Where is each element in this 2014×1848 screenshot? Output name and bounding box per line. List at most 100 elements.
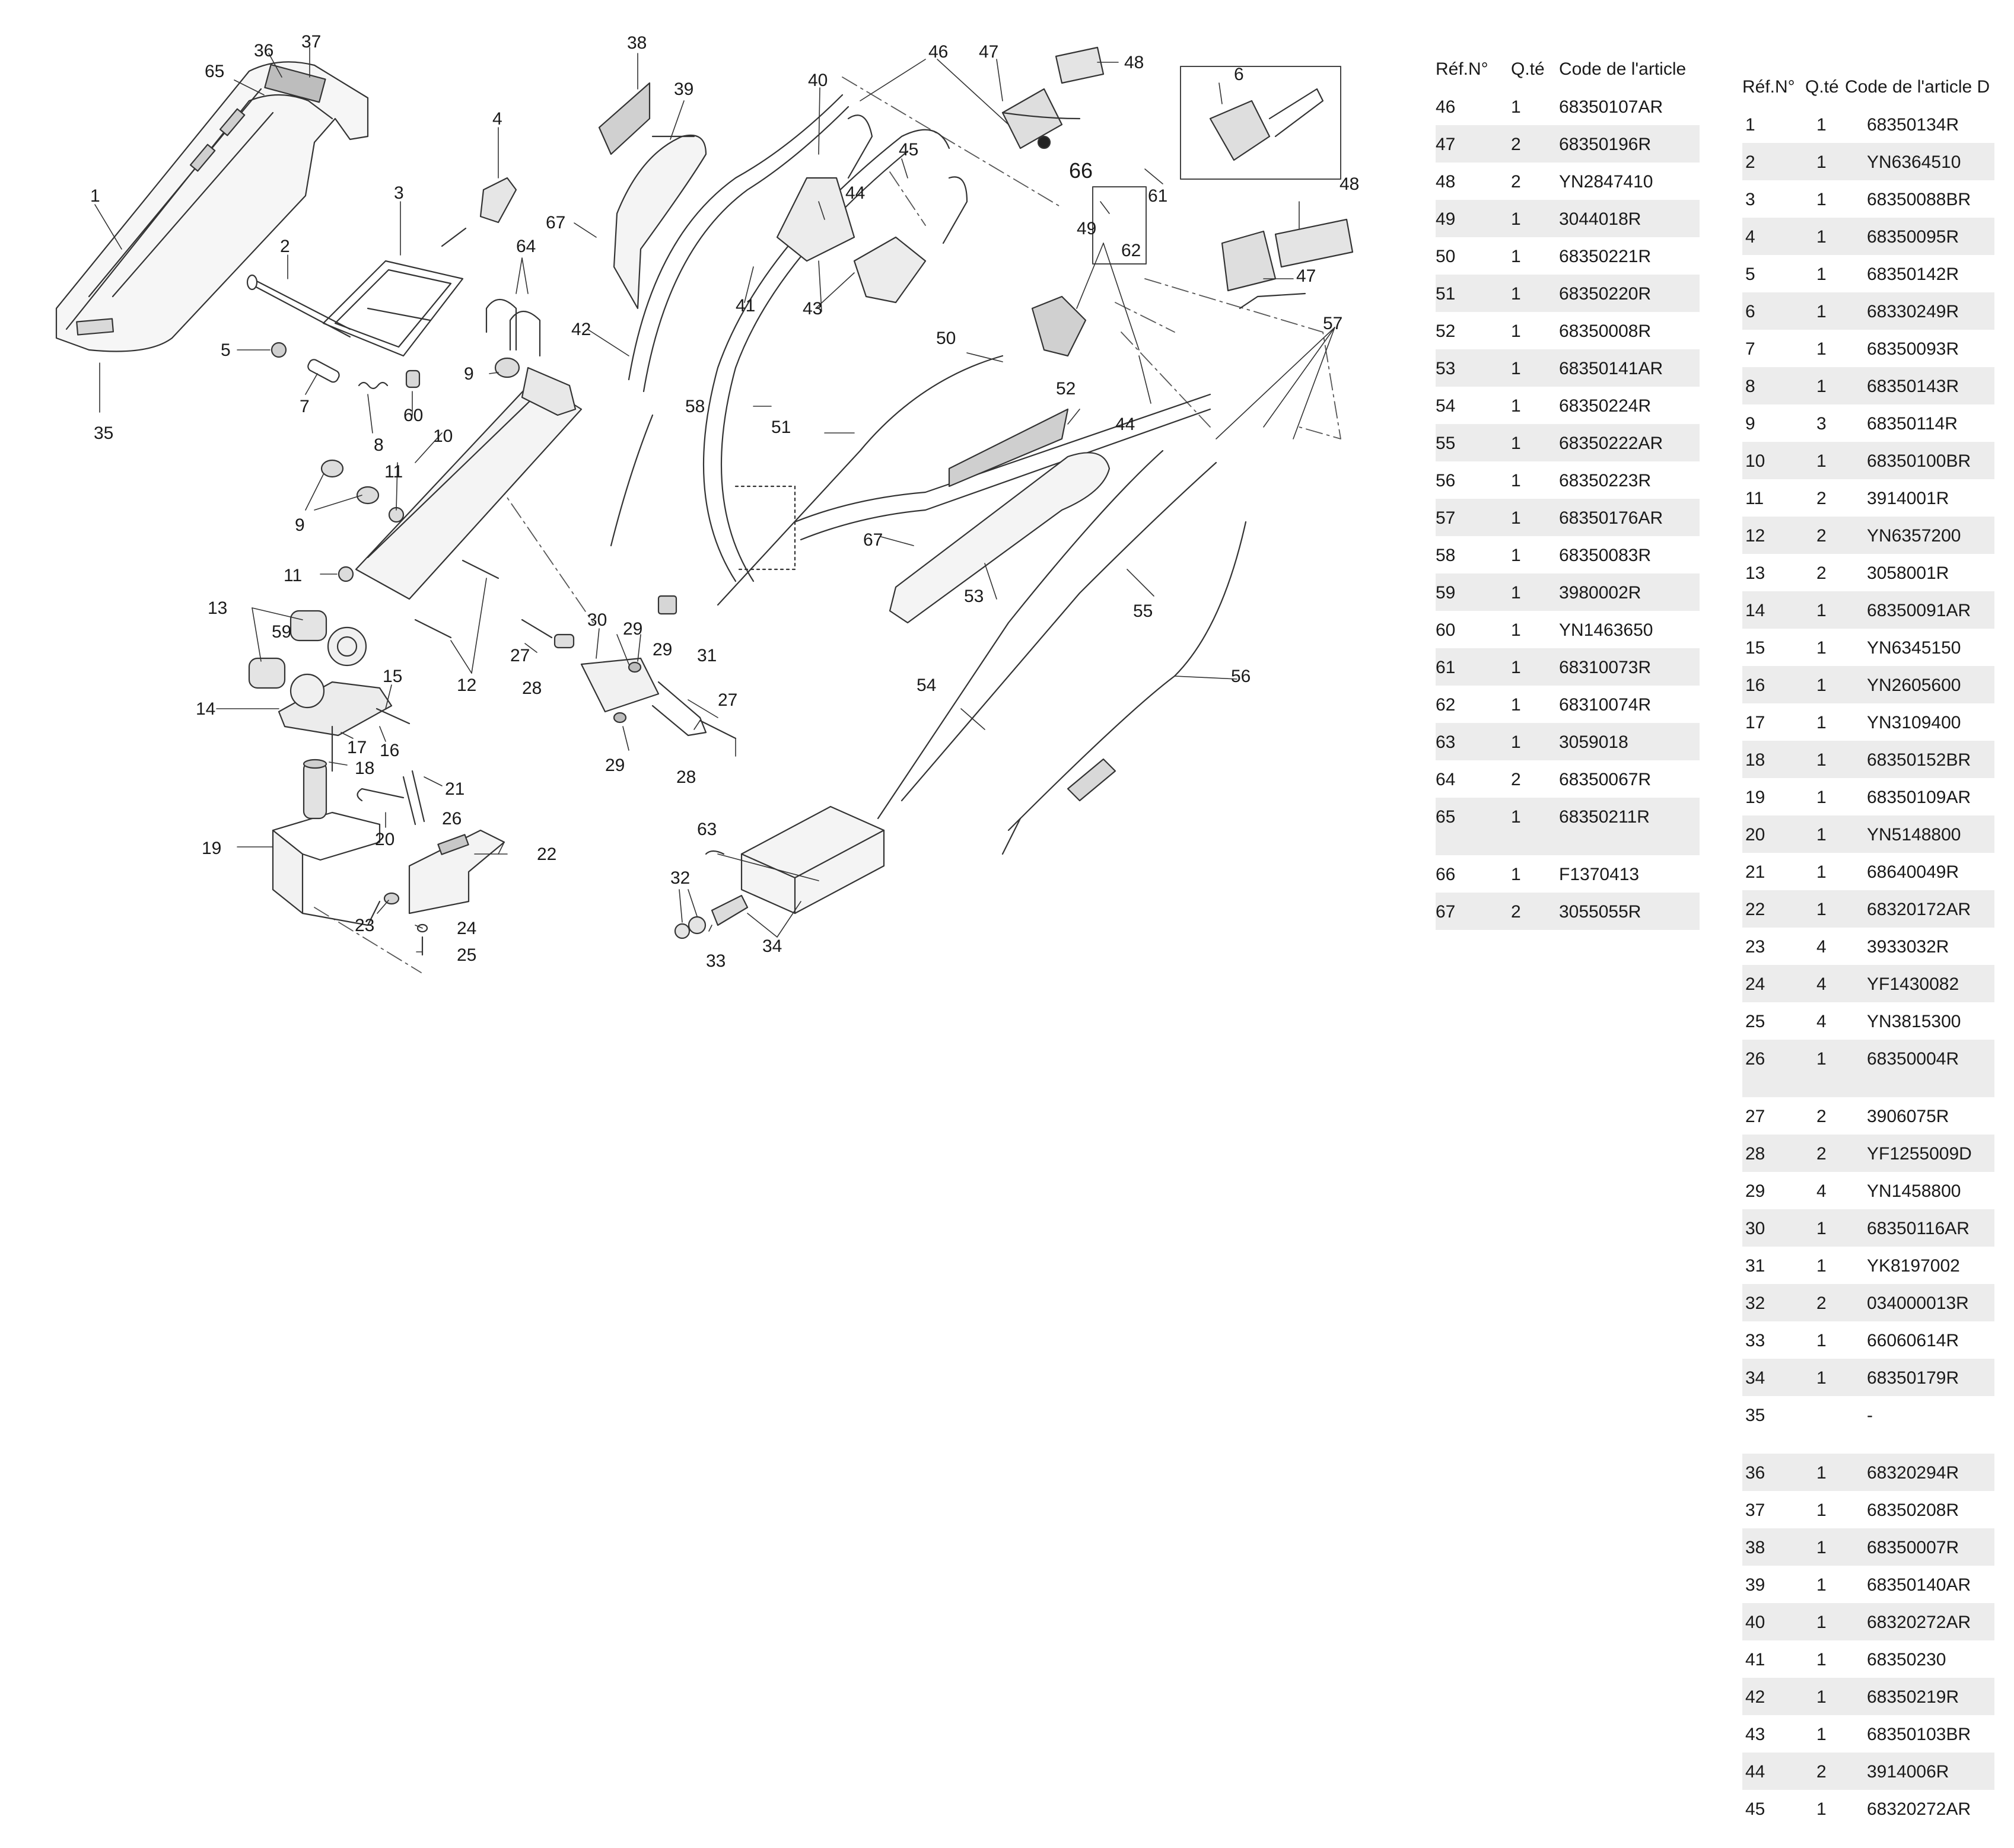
qty-cell: 2	[1816, 526, 1827, 546]
qty-cell: 1	[1511, 284, 1521, 304]
ref-cell: 20	[1745, 825, 1765, 845]
qty-cell: 2	[1816, 1144, 1827, 1164]
ref-cell: 51	[1436, 284, 1456, 304]
callout-26: 26	[442, 809, 462, 829]
code-cell: 68350067R	[1559, 770, 1652, 789]
ref-cell: 64	[1436, 770, 1456, 789]
qty-cell: 1	[1511, 247, 1521, 266]
code-cell: 68350211R	[1559, 807, 1650, 827]
callout-67: 67	[546, 213, 565, 232]
callout-37: 37	[301, 32, 321, 52]
ref-cell: 55	[1436, 434, 1456, 453]
table-row: 35-	[1742, 1396, 1994, 1454]
callout-6: 6	[1234, 65, 1244, 84]
ref-cell: 65	[1436, 807, 1456, 827]
qty-cell: 1	[1816, 227, 1827, 247]
ref-cell: 30	[1745, 1219, 1765, 1238]
side-cover	[598, 82, 707, 310]
callout-50: 50	[936, 329, 956, 348]
qty-cell: 1	[1511, 97, 1521, 117]
ref-cell: 50	[1436, 247, 1456, 266]
callout-47: 47	[1296, 266, 1316, 286]
callout-labels: 1 2 3 4 5 6 7 8 9 9 10 11 11 12 13 14 15…	[90, 32, 1359, 971]
ref-cell: 12	[1745, 526, 1765, 546]
code-cell: 68330249R	[1867, 302, 1959, 321]
callout-29: 29	[623, 619, 642, 639]
ref-cell: 8	[1745, 377, 1755, 396]
code-cell: YN6345150	[1867, 638, 1961, 658]
ref-cell: 13	[1745, 563, 1765, 583]
qty-cell: 1	[1511, 434, 1521, 453]
code-cell: 68350221R	[1559, 247, 1652, 266]
switch-assembly	[521, 595, 737, 740]
leader-lines	[94, 47, 1335, 952]
callout-9: 9	[295, 515, 305, 535]
main-handle	[702, 114, 1211, 582]
code-cell: 68310073R	[1559, 658, 1652, 677]
ref-cell: 9	[1745, 414, 1755, 434]
ref-cell: 7	[1745, 339, 1755, 359]
qty-cell: 1	[1816, 1331, 1827, 1350]
ref-cell: 23	[1745, 937, 1765, 957]
ref-cell: 1	[1745, 115, 1755, 135]
callout-62: 62	[1121, 241, 1141, 260]
qty-cell: 2	[1511, 902, 1521, 922]
ref-cell: 49	[1436, 209, 1456, 229]
callout-52: 52	[1056, 379, 1076, 399]
ref-cell: 18	[1745, 750, 1765, 770]
header-code: Code de l'article D	[1845, 77, 1990, 97]
qty-cell: 2	[1511, 135, 1521, 154]
qty-cell: 4	[1816, 1181, 1827, 1201]
ref-cell: 40	[1745, 1613, 1765, 1632]
callout-60: 60	[403, 406, 423, 425]
ref-cell: 32	[1745, 1293, 1765, 1313]
qty-cell: 1	[1816, 1799, 1827, 1819]
code-cell: YN1458800	[1867, 1181, 1961, 1201]
qty-cell: 1	[1816, 1463, 1827, 1483]
code-cell: YN5148800	[1867, 825, 1961, 845]
callout-1: 1	[90, 186, 100, 206]
pivot-block	[248, 610, 393, 737]
callout-15: 15	[383, 667, 402, 686]
code-cell: 68320272AR	[1867, 1613, 1971, 1632]
ref-cell: 33	[1745, 1331, 1765, 1350]
code-cell: YN6364510	[1867, 152, 1961, 172]
callout-13: 13	[208, 598, 227, 618]
qty-cell: 1	[1511, 620, 1521, 640]
qty-cell: 2	[1511, 770, 1521, 789]
callout-63: 63	[697, 820, 717, 839]
qty-cell: 4	[1816, 937, 1827, 957]
qty-cell: 1	[1511, 209, 1521, 229]
code-cell: 68350083R	[1559, 546, 1652, 565]
ref-cell: 6	[1745, 302, 1755, 321]
qty-cell: 1	[1816, 1650, 1827, 1669]
cable-connector	[1031, 295, 1087, 357]
qty-cell: 1	[1816, 900, 1827, 919]
ref-cell: 24	[1745, 974, 1765, 994]
code-cell: 3055055R	[1559, 902, 1641, 922]
callout-8: 8	[374, 435, 384, 455]
callout-25: 25	[457, 945, 476, 965]
code-cell: 68350196R	[1559, 135, 1652, 154]
ref-cell: 45	[1745, 1799, 1765, 1819]
lower-cover	[889, 408, 1111, 624]
